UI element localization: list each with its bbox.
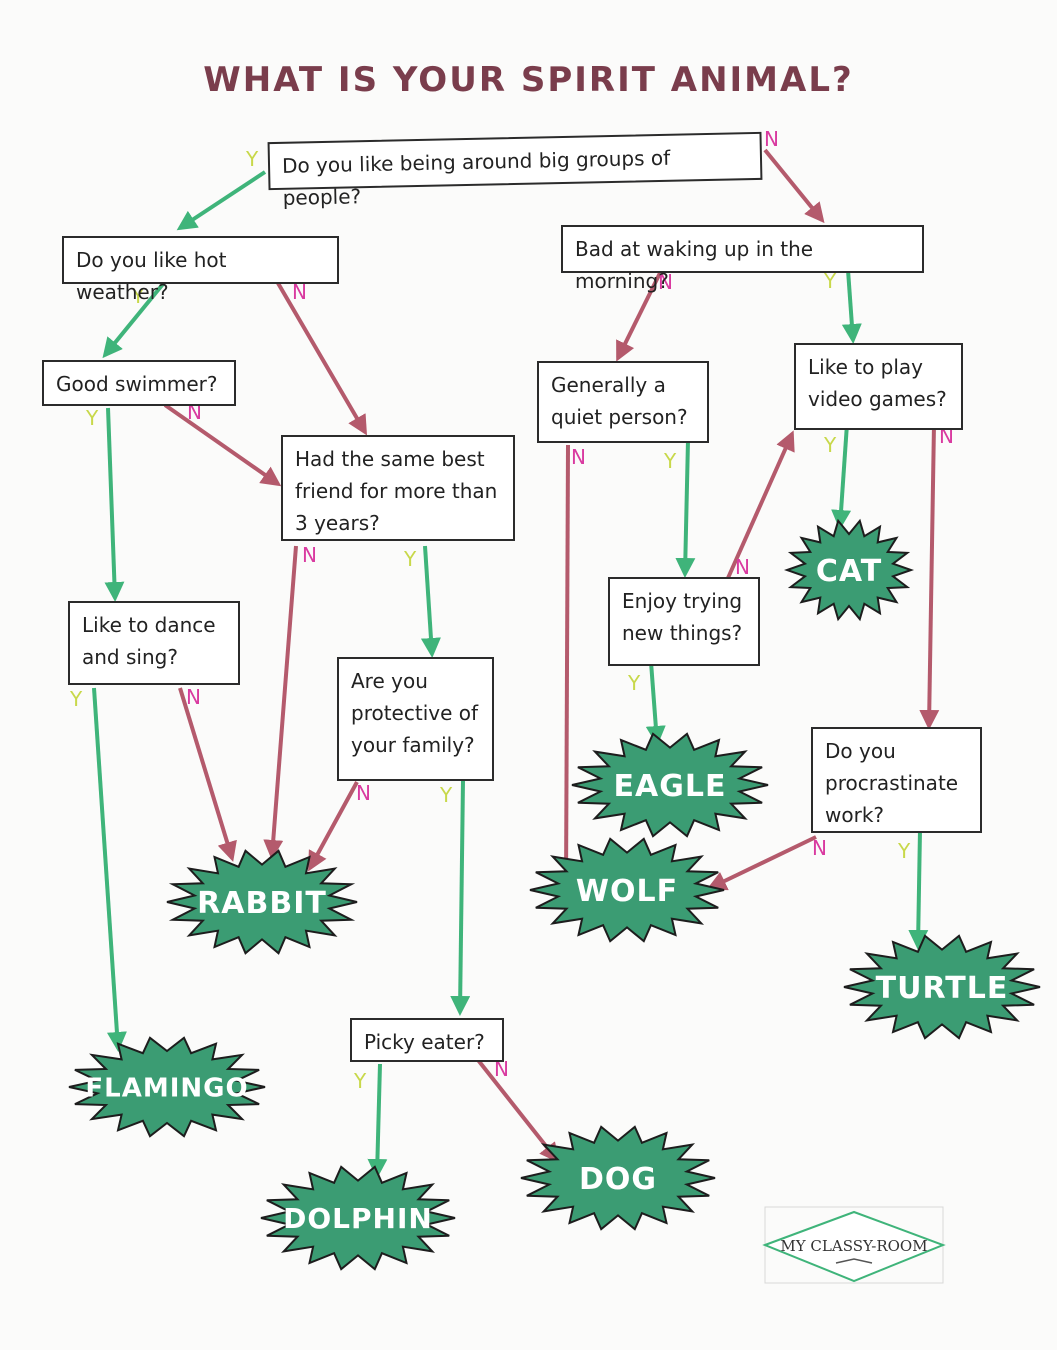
no-label-4: N (658, 270, 673, 294)
question-video-games: Like to play video games? (794, 343, 963, 430)
yes-label-15: Y (69, 687, 83, 711)
no-label-13: N (302, 543, 317, 567)
logo-swoosh (835, 1258, 873, 1264)
no-label-7: N (187, 400, 202, 424)
yes-label-14: Y (403, 547, 417, 571)
page-title: WHAT IS YOUR SPIRIT ANIMAL? (203, 60, 854, 100)
question-quiet: Generally a quiet person? (537, 361, 709, 443)
yes-arrow-6 (104, 407, 125, 602)
no-arrow-9 (919, 423, 940, 730)
yes-label-19: Y (439, 783, 453, 807)
no-arrow-18 (308, 781, 359, 872)
bursts-layer: CAT EAGLE RABBIT WOLF TURTLE FLAMINGO DOLPHIN D… (68, 518, 1041, 1271)
animal-label-dog: DOG (579, 1162, 657, 1197)
animal-label-cat: CAT (816, 554, 882, 589)
question-best-friend: Had the same best friend for more than 3… (281, 435, 515, 541)
no-arrow-7 (163, 403, 282, 487)
animal-burst-turtle: TURTLE (843, 934, 1041, 1040)
yn-labels-layer: Y N Y N N Y Y N Y N N Y N N Y Y N Y N Y N Y Y N (69, 127, 954, 1093)
yes-label-22: Y (353, 1069, 367, 1093)
no-arrow-12 (726, 430, 795, 579)
animal-burst-flamingo: FLAMINGO (68, 1036, 266, 1138)
yes-arrow-15 (92, 687, 127, 1052)
yes-arrow-19 (450, 779, 471, 1016)
no-arrow-1 (763, 148, 825, 224)
no-label-12: N (735, 555, 750, 579)
yes-arrow-11 (675, 439, 696, 578)
yes-arrow-17 (645, 661, 666, 746)
burst-shape-dolphin (260, 1165, 456, 1271)
yes-arrow-14 (420, 545, 441, 658)
yes-arrow-2 (102, 282, 165, 359)
no-arrow-10 (556, 444, 577, 892)
question-hot-weather: Do you like hot weather? (62, 236, 339, 304)
yes-label-11: Y (663, 449, 677, 473)
animal-label-wolf: WOLF (576, 874, 678, 909)
yes-label-2: Y (131, 284, 145, 308)
no-label-3: N (292, 280, 307, 304)
yes-label-6: Y (85, 406, 99, 430)
burst-shape-turtle (843, 934, 1041, 1040)
burst-shape-wolf (529, 837, 725, 943)
yes-arrow-8 (831, 423, 852, 530)
no-arrow-13 (263, 545, 298, 860)
no-label-9: N (939, 424, 954, 448)
animal-label-dolphin: DOLPHIN (283, 1202, 433, 1235)
animal-label-eagle: EAGLE (614, 769, 727, 804)
question-swimmer: Good swimmer? (42, 360, 236, 406)
no-label-23: N (494, 1057, 509, 1081)
no-label-18: N (356, 781, 371, 805)
no-label-20: N (812, 836, 827, 860)
animal-burst-rabbit: RABBIT (166, 849, 358, 955)
animal-burst-dolphin: DOLPHIN (260, 1165, 456, 1271)
burst-shape-rabbit (166, 849, 358, 955)
yes-label-0: Y (245, 147, 259, 171)
burst-shape-flamingo (68, 1036, 266, 1138)
animal-burst-wolf: WOLF (529, 837, 725, 943)
question-waking-up: Bad at waking up in the morning? (561, 225, 924, 293)
animal-burst-eagle: EAGLE (571, 732, 769, 838)
question-picky-eater: Picky eater? (350, 1018, 504, 1062)
yes-label-5: Y (823, 269, 837, 293)
yes-arrow-0 (176, 170, 267, 231)
no-label-1: N (764, 127, 779, 151)
question-protective: Are you protective of your family? (337, 657, 494, 781)
animal-label-rabbit: RABBIT (197, 886, 327, 921)
question-dance-sing: Like to dance and sing? (68, 601, 240, 685)
burst-shape-dog (520, 1125, 716, 1231)
yes-label-8: Y (823, 433, 837, 457)
yes-label-21: Y (897, 839, 911, 863)
logo: MY CLASSY-ROOM (762, 1206, 946, 1284)
arrows-layer (92, 148, 940, 1179)
animal-burst-dog: DOG (520, 1125, 716, 1231)
logo-diamond (762, 1210, 946, 1283)
question-new-things: Enjoy trying new things? (608, 577, 760, 666)
burst-shape-eagle (571, 732, 769, 838)
question-procrastinate: Do you procrastinate work? (811, 727, 982, 833)
no-arrow-4 (616, 272, 662, 362)
no-label-16: N (186, 685, 201, 709)
yes-arrow-22 (367, 1063, 388, 1179)
animal-burst-cat: CAT (783, 518, 915, 622)
logo-text: MY CLASSY-ROOM (780, 1237, 927, 1255)
no-arrow-23 (476, 1058, 560, 1164)
no-arrow-20 (706, 835, 817, 891)
yes-arrow-5 (841, 269, 862, 344)
yes-label-17: Y (627, 671, 641, 695)
no-arrow-16 (178, 687, 237, 862)
animal-label-turtle: TURTLE (876, 971, 1009, 1006)
burst-shape-cat (783, 518, 915, 622)
yes-arrow-21 (908, 829, 929, 950)
no-label-10: N (571, 445, 586, 469)
animal-label-flamingo: FLAMINGO (85, 1073, 248, 1103)
no-arrow-3 (273, 276, 368, 436)
